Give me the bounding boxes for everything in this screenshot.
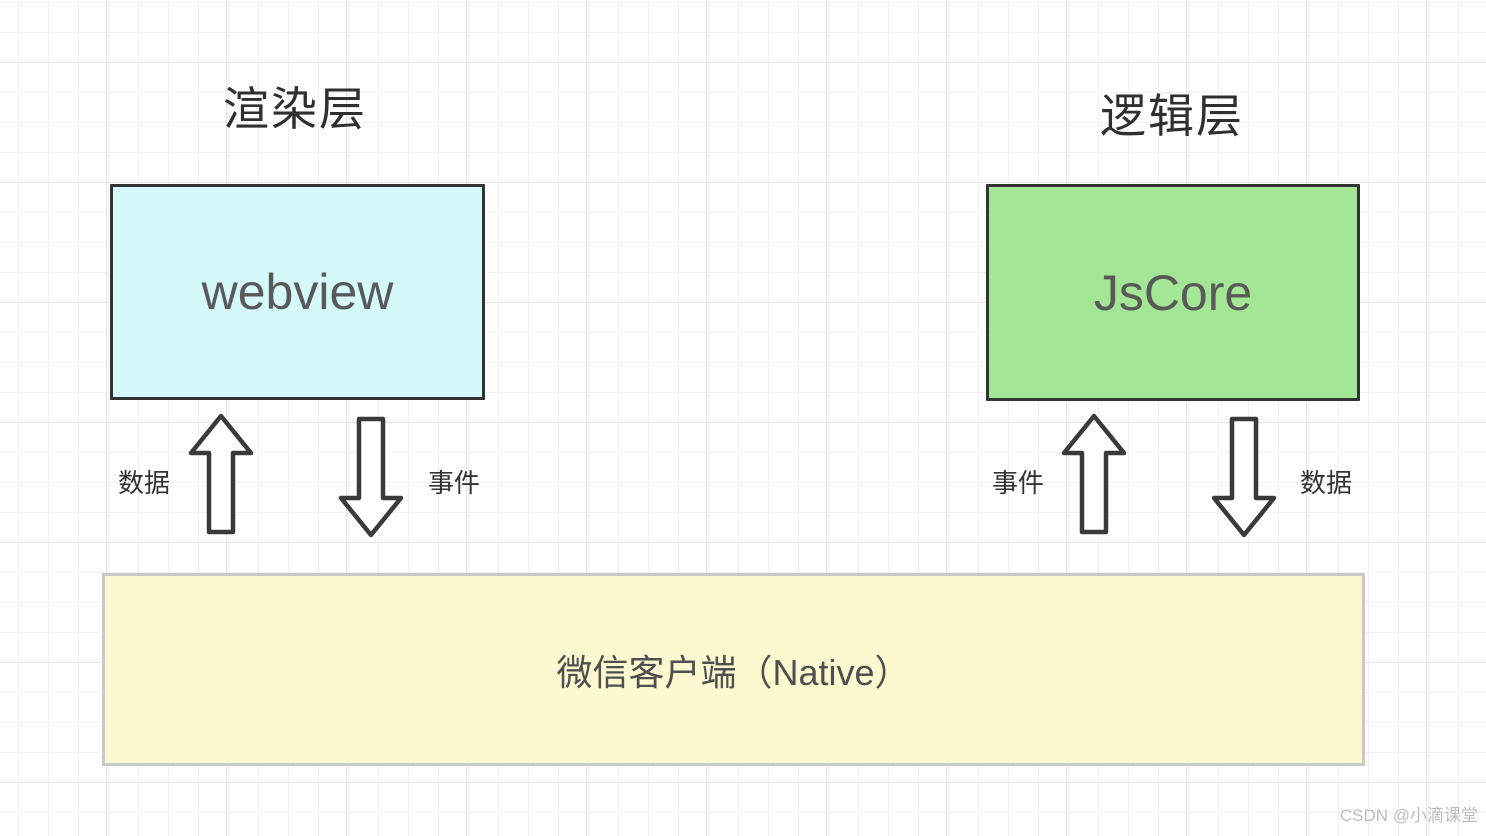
left-down-arrow-label: 事件	[428, 468, 481, 498]
webview-box: webview	[110, 184, 485, 400]
right-down-arrow-label: 数据	[1300, 468, 1353, 498]
native-box: 微信客户端（Native）	[102, 573, 1365, 766]
right-down-arrow-icon	[1211, 416, 1277, 538]
right-up-arrow-icon	[1061, 413, 1127, 535]
jscore-box-label: JsCore	[1093, 264, 1253, 321]
webview-box-label: webview	[201, 264, 394, 320]
left-up-arrow-icon	[188, 413, 254, 535]
watermark: CSDN @小滴课堂	[1339, 806, 1478, 825]
jscore-box: JsCore	[986, 184, 1360, 401]
render-layer-title: 渲染层	[223, 83, 367, 135]
right-up-arrow-label: 事件	[992, 468, 1045, 498]
left-up-arrow-label: 数据	[118, 468, 171, 498]
native-box-label: 微信客户端（Native）	[556, 651, 911, 693]
logic-layer-title: 逻辑层	[1100, 90, 1244, 142]
left-down-arrow-icon	[338, 416, 404, 538]
